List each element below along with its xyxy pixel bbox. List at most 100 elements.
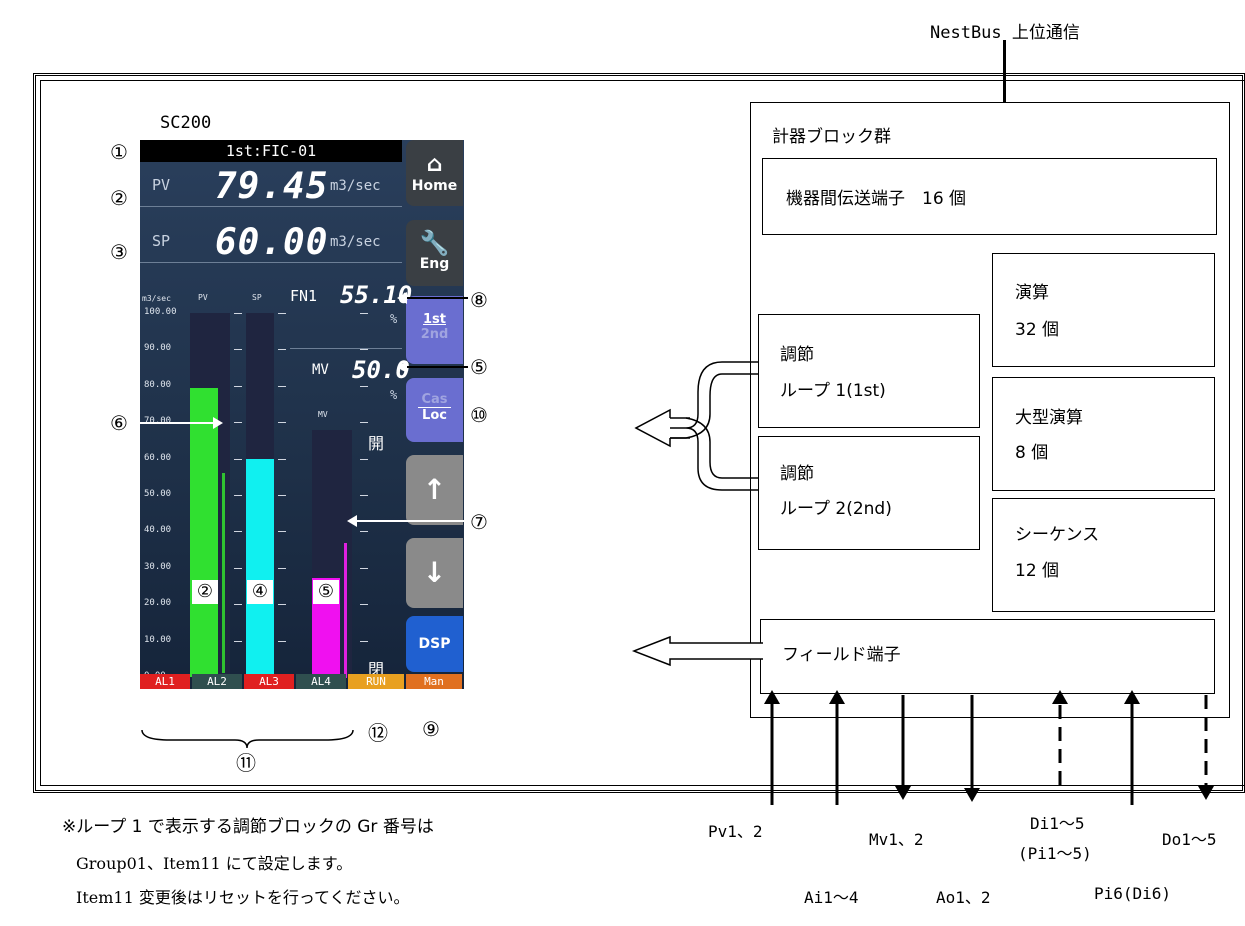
arrow-down-icon: ↓ bbox=[422, 556, 447, 589]
note-line-1: ※ループ 1 で表示する調節ブロックの Gr 番号は bbox=[62, 817, 434, 837]
callout-1: ① bbox=[110, 140, 128, 164]
field-hollow-arrow bbox=[631, 635, 763, 667]
callout-10: ⑩ bbox=[470, 403, 488, 427]
wrench-icon: 🔧 bbox=[419, 229, 450, 257]
tick-mark bbox=[278, 567, 286, 569]
sp-unit: m3/sec bbox=[330, 234, 381, 250]
up-button[interactable]: ↑ bbox=[406, 455, 463, 525]
callout-9: ⑨ bbox=[422, 717, 440, 741]
note-line-3: Item11 変更後はリセットを行ってください。 bbox=[76, 888, 410, 907]
callout-5: ⑤ bbox=[470, 355, 488, 379]
pointer-trend-head bbox=[347, 515, 357, 527]
field-terminal-box bbox=[760, 619, 1215, 694]
pv-value: 79.45 bbox=[215, 166, 329, 207]
bar-label-sp: SP bbox=[252, 293, 262, 302]
callout-12: ⑫ bbox=[368, 721, 388, 745]
callout-3: ③ bbox=[110, 240, 128, 264]
tick-mark bbox=[360, 458, 368, 460]
nestbus-label: NestBus 上位通信 bbox=[930, 23, 1080, 43]
tick-label: 40.00 bbox=[144, 525, 172, 536]
alarm-indicator-man: Man bbox=[406, 674, 462, 689]
home-button[interactable]: ⌂ Home bbox=[406, 140, 463, 206]
loop2-box bbox=[758, 436, 980, 550]
loop1-title: 調節 bbox=[780, 345, 814, 365]
mv-tag: MV bbox=[312, 362, 329, 378]
callout-6: ⑥ bbox=[110, 411, 128, 435]
io-ao-label: Ao1、2 bbox=[936, 888, 991, 907]
cas-loc-button[interactable]: Cas Loc bbox=[406, 378, 463, 442]
loop1-box bbox=[758, 314, 980, 428]
outer-frame bbox=[33, 73, 1245, 793]
loop-connectors bbox=[634, 361, 758, 491]
tick-label: 70.00 bbox=[144, 416, 171, 426]
tick-label: 90.00 bbox=[144, 343, 172, 354]
tick-mark bbox=[234, 349, 242, 351]
arrow-up-icon: ↑ bbox=[422, 473, 447, 506]
big-calc-title: 大型演算 bbox=[1015, 408, 1083, 428]
fn1-unit: % bbox=[390, 312, 398, 326]
field-terminal-label: フィールド端子 bbox=[782, 645, 901, 665]
tick-mark bbox=[360, 495, 368, 496]
home-icon: ⌂ bbox=[426, 152, 443, 177]
loop1-sub: ループ 1(1st) bbox=[780, 381, 886, 401]
pointer-mv-head bbox=[397, 361, 407, 373]
sp-value: 60.00 bbox=[215, 222, 329, 263]
bar-pv-callout: ② bbox=[192, 580, 218, 604]
sp-tag: SP bbox=[152, 232, 171, 250]
sequence-box bbox=[992, 498, 1215, 612]
tick-mark bbox=[278, 458, 286, 460]
cas-label: Cas bbox=[421, 392, 448, 407]
alarm-indicator-al4: AL4 bbox=[296, 674, 346, 689]
tick-mark bbox=[360, 422, 368, 424]
alarm-indicator-al1: AL1 bbox=[140, 674, 190, 689]
pv-trend-line bbox=[222, 473, 225, 674]
tick-label: 20.00 bbox=[144, 598, 172, 609]
callout-7: ⑦ bbox=[470, 510, 488, 534]
tag-line: 1st:FIC-01 bbox=[140, 140, 402, 162]
device-model: SC200 bbox=[160, 113, 212, 133]
tick-label: 80.00 bbox=[144, 379, 172, 390]
bar-mv-callout: ⑤ bbox=[313, 580, 339, 604]
io-ai-label: Ai1～4 bbox=[804, 888, 859, 907]
first-second-button[interactable]: 1st 2nd bbox=[406, 296, 463, 364]
tick-mark bbox=[278, 640, 286, 642]
first-label: 1st bbox=[423, 312, 446, 327]
home-label: Home bbox=[411, 178, 458, 194]
sp-row: SP 60.00 m3/sec bbox=[140, 220, 402, 263]
down-button[interactable]: ↓ bbox=[406, 538, 463, 608]
io-arrows bbox=[764, 690, 1214, 805]
tick-mark bbox=[234, 567, 242, 569]
tick-label: 50.00 bbox=[144, 489, 172, 499]
tick-mark bbox=[360, 640, 368, 642]
callout-2: ② bbox=[110, 186, 128, 210]
callout-8: ⑧ bbox=[470, 288, 488, 312]
mv-unit: % bbox=[390, 388, 398, 402]
pointer-fn1 bbox=[405, 297, 468, 299]
eng-button[interactable]: 🔧 Eng bbox=[406, 220, 463, 286]
callout-11: ⑪ bbox=[236, 751, 256, 775]
dsp-label: DSP bbox=[418, 636, 451, 652]
tick-mark bbox=[278, 313, 286, 314]
tick-mark bbox=[234, 458, 242, 460]
tick-mark bbox=[360, 567, 368, 569]
note-line-2: Group01、Item11 にて設定します。 bbox=[76, 854, 353, 873]
pv-unit: m3/sec bbox=[330, 178, 381, 194]
loop2-title: 調節 bbox=[780, 464, 814, 484]
mv-trend-line bbox=[344, 542, 347, 679]
loop2-sub: ループ 2(2nd) bbox=[780, 499, 892, 519]
tick-mark bbox=[278, 385, 286, 387]
fn1-tag: FN1 bbox=[290, 287, 318, 305]
tick-mark bbox=[278, 349, 286, 351]
bar-label-mv: MV bbox=[318, 410, 328, 419]
pointer-fn1-head bbox=[397, 292, 407, 304]
alarm-indicator-run: RUN bbox=[348, 674, 404, 689]
sequence-title: シーケンス bbox=[1015, 525, 1100, 545]
nestbus-line bbox=[1003, 40, 1006, 158]
pointer-pv bbox=[135, 422, 215, 424]
tick-mark bbox=[234, 640, 242, 642]
io-di-label: Di1～5 bbox=[1030, 814, 1085, 833]
dsp-button[interactable]: DSP bbox=[406, 616, 463, 672]
calc-box bbox=[992, 253, 1215, 367]
scale-unit: m3/sec bbox=[142, 294, 171, 303]
tick-mark bbox=[360, 604, 368, 606]
